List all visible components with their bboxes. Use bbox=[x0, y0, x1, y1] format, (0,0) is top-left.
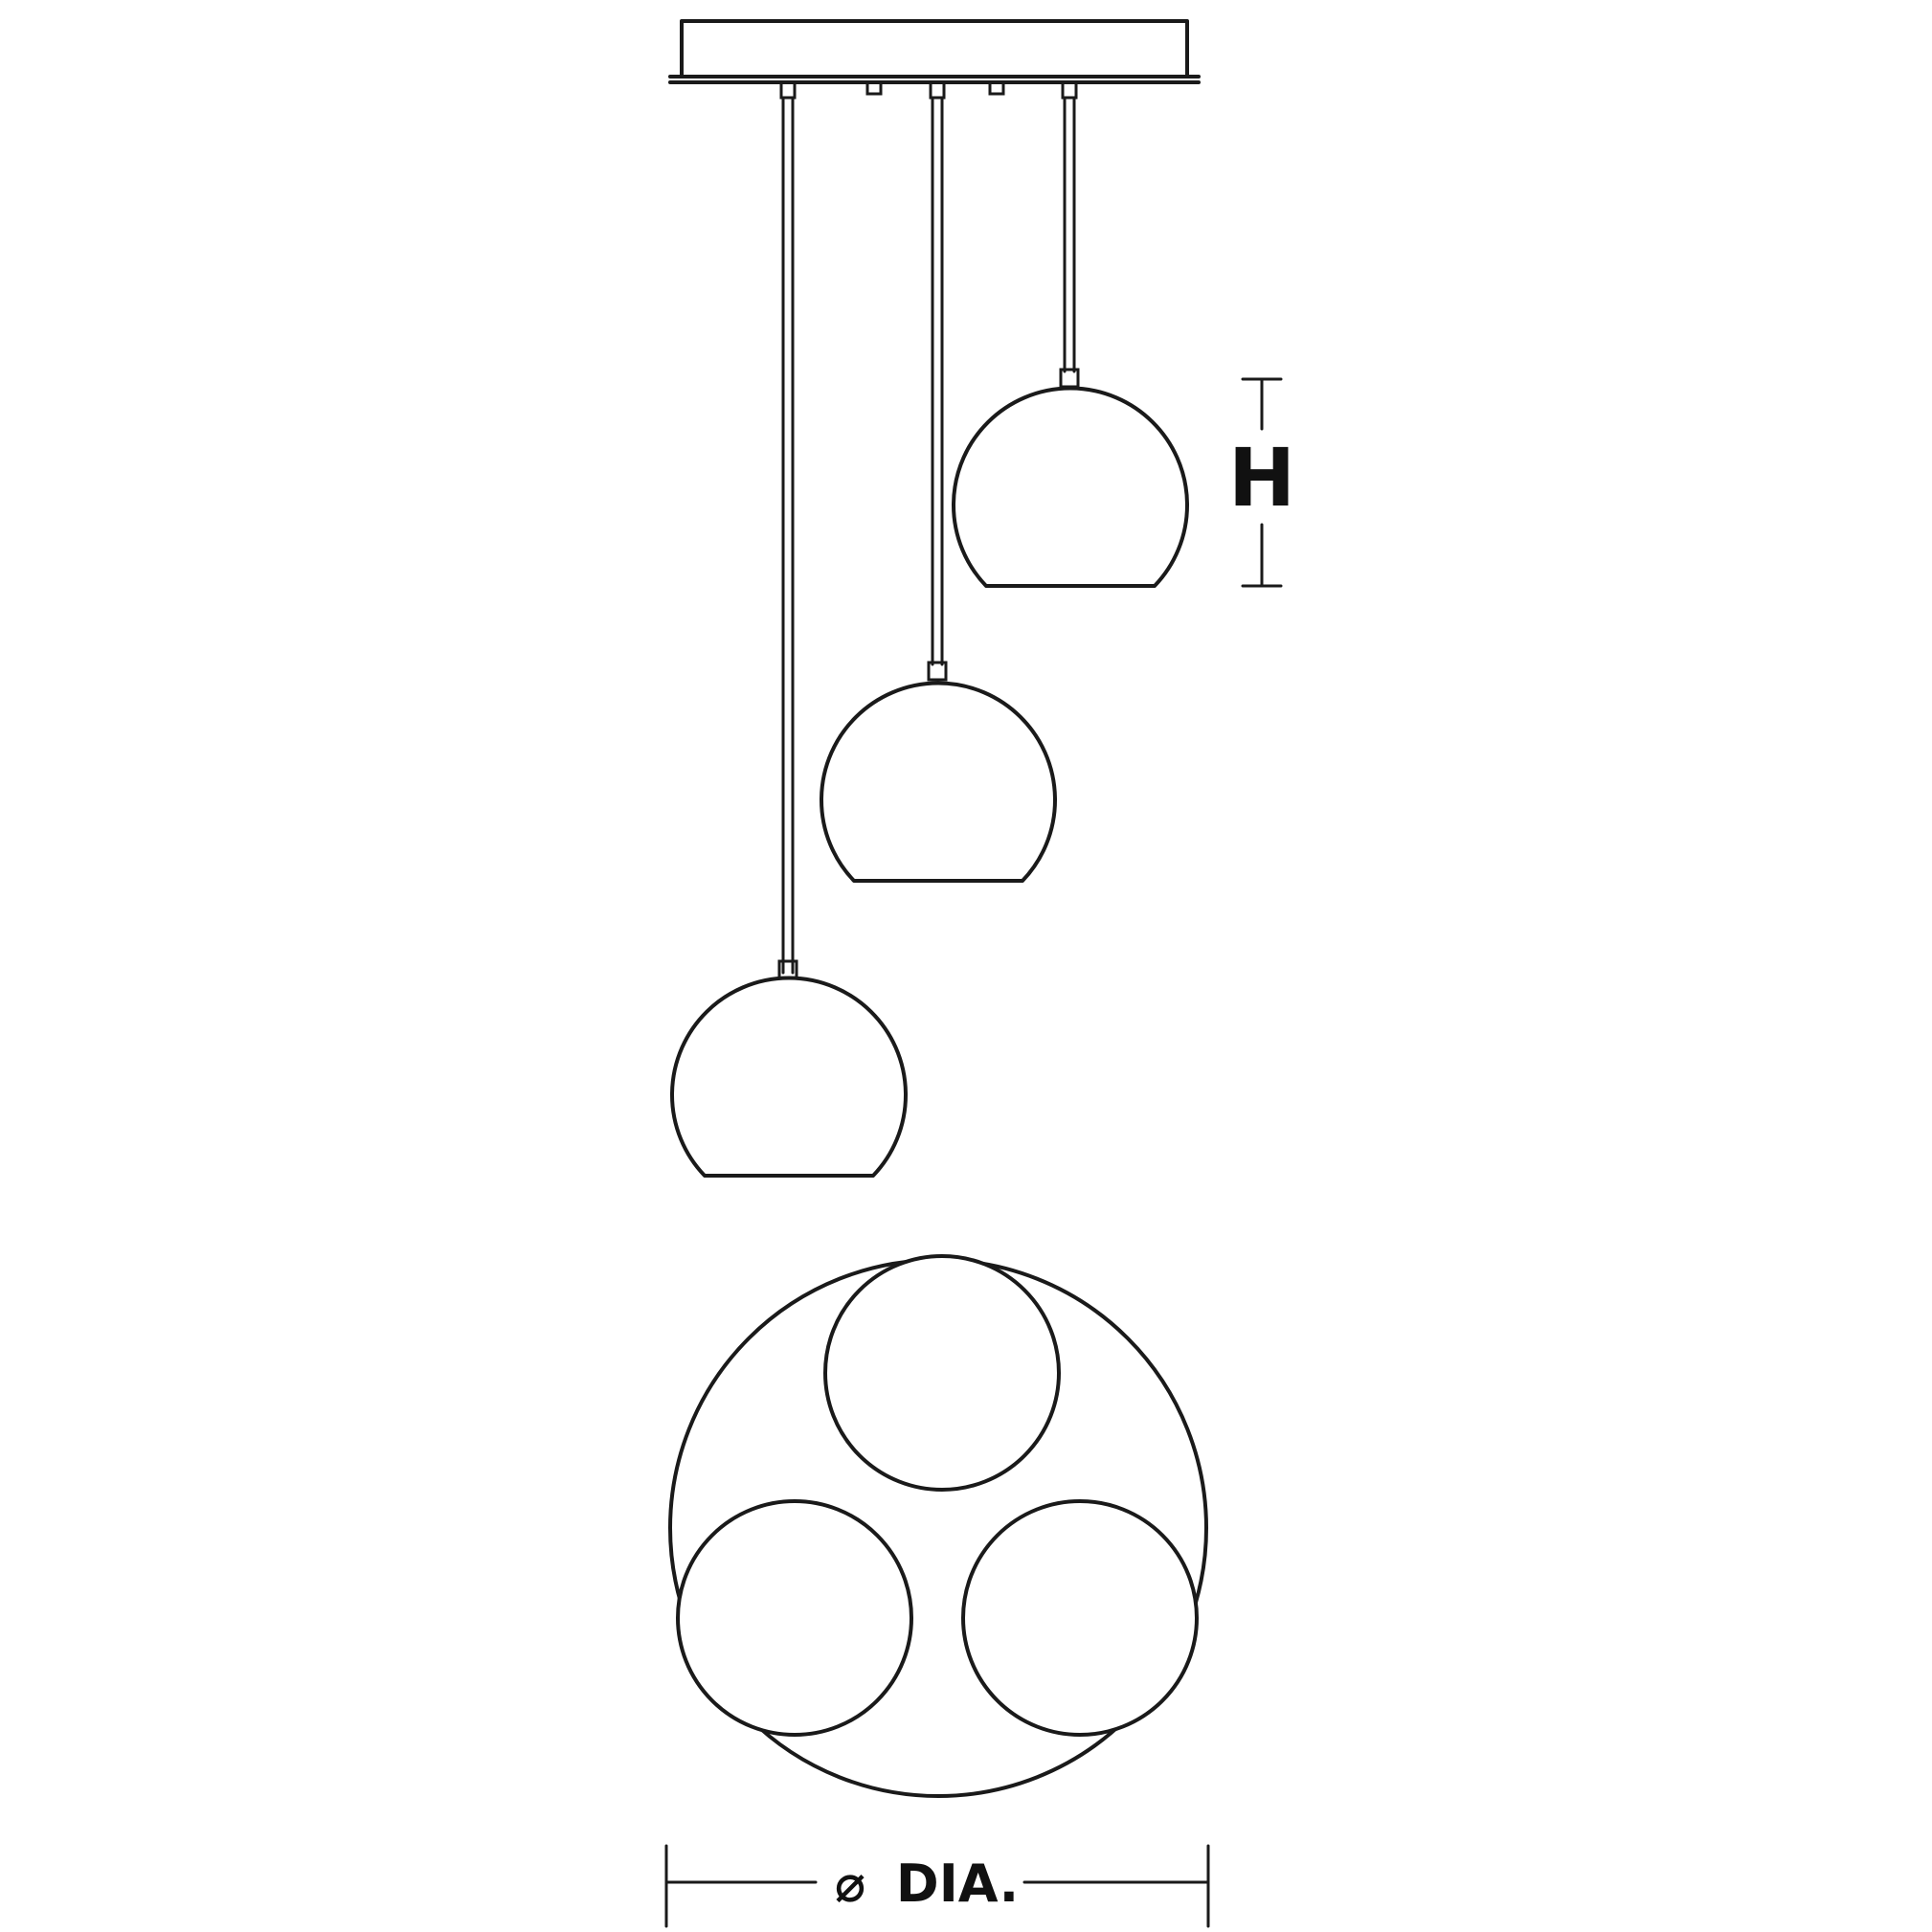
canopy-screw bbox=[865, 80, 883, 96]
cord-grip bbox=[779, 80, 797, 100]
ceiling-canopy bbox=[668, 19, 1201, 96]
cord-grip bbox=[929, 80, 946, 100]
height-dimension: H bbox=[1228, 377, 1295, 588]
globe-top-view bbox=[961, 1499, 1199, 1737]
diameter-dimension: ⌀ DIA. bbox=[664, 1844, 1210, 1928]
pendant-mid bbox=[820, 80, 1057, 883]
globe-top-view bbox=[676, 1499, 913, 1737]
globe-shade bbox=[670, 976, 908, 1178]
diameter-symbol: ⌀ bbox=[835, 1853, 866, 1914]
diameter-label: DIA. bbox=[896, 1853, 1019, 1914]
globe-shade bbox=[820, 681, 1057, 883]
pendant-high bbox=[952, 80, 1189, 588]
canopy-screw bbox=[988, 80, 1005, 96]
cord-grip bbox=[1061, 80, 1078, 100]
globe-top-view bbox=[823, 1254, 1061, 1492]
plan-view bbox=[668, 1254, 1208, 1798]
globe-shade bbox=[952, 386, 1189, 588]
height-label: H bbox=[1228, 431, 1295, 525]
socket-cap bbox=[927, 661, 948, 682]
pendant-low bbox=[670, 80, 908, 1178]
